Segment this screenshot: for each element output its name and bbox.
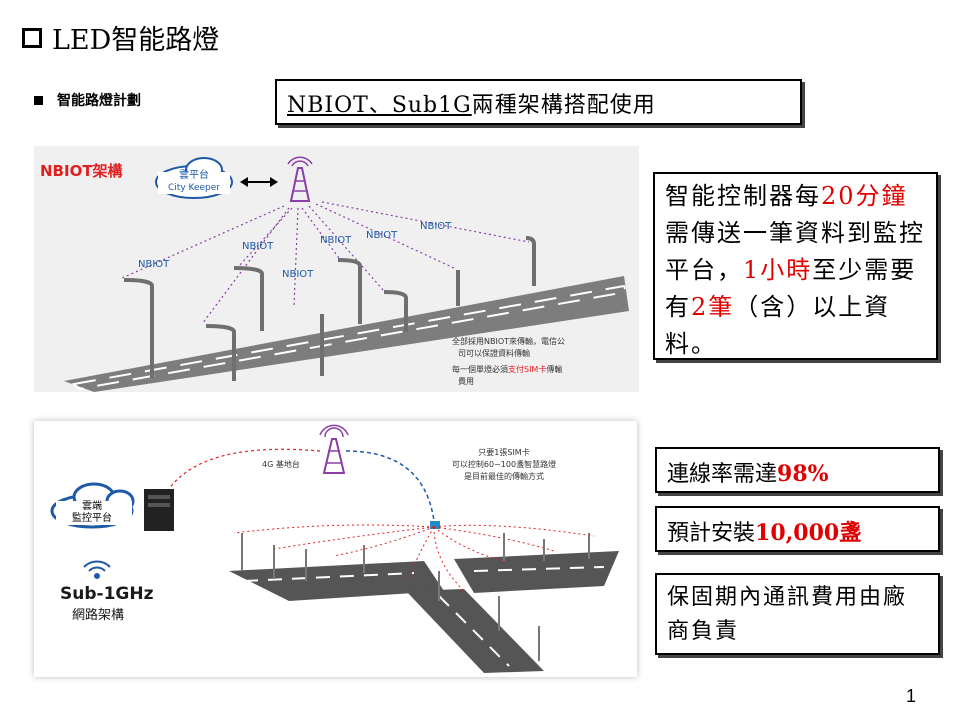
slide-title: LED智能路燈 xyxy=(22,18,219,57)
link-label-4: NBIOT xyxy=(320,235,352,246)
note2-line-1: 只要1張SIM卡 xyxy=(478,447,529,457)
wifi-icon xyxy=(83,560,111,579)
note-box-install: 預計安裝10,000盞 xyxy=(655,506,940,552)
cloud-line2: City Keeper xyxy=(168,183,220,193)
nbiot-diagram-svg: NBIOT架構 雲平台 City Keeper xyxy=(40,156,629,392)
nbiot-heading: NBIOT架構 xyxy=(40,162,123,180)
link-cloud xyxy=(168,448,321,490)
network-label: 網路架構 xyxy=(72,607,124,623)
link-label-5: NBIOT xyxy=(366,230,398,241)
box3-value: 10,000盞 xyxy=(755,520,862,546)
nbiot-links xyxy=(121,201,530,325)
road-right xyxy=(454,551,619,593)
note1-red3: 2筆 xyxy=(691,293,735,321)
double-arrow-icon xyxy=(240,177,278,187)
link-label-6: NBIOT xyxy=(420,221,452,232)
streetlights xyxy=(123,236,536,381)
headline-underlined: NBIOT、Sub1G xyxy=(287,93,472,118)
link-label-3: NBIOT xyxy=(282,269,314,280)
road xyxy=(64,276,629,392)
cloud-line1: 雲平台 xyxy=(179,168,209,181)
note-box-interval: 智能控制器每20分鐘需傳送一筆資料到監控平台，1小時至少需要有2筆（含）以上資料… xyxy=(653,172,938,360)
note-line-2: 司可以保證資料傳輸 xyxy=(458,348,530,358)
bullet-square-icon xyxy=(34,95,43,105)
nbiot-diagram: NBIOT架構 雲平台 City Keeper xyxy=(34,146,639,392)
note-box-connection: 連線率需達98% xyxy=(655,447,940,493)
mesh-links xyxy=(233,524,595,592)
box3-text: 預計安裝 xyxy=(667,521,756,546)
box2-value: 98% xyxy=(777,461,829,487)
note1-red1: 20分鐘 xyxy=(821,182,908,210)
note-line-3-end: 傳輸 xyxy=(546,364,562,374)
cloud-line2: 監控平台 xyxy=(72,511,112,524)
bullet-item: 智能路燈計劃 xyxy=(34,90,141,110)
note-line-3-red: 支付SIM卡 xyxy=(508,364,546,374)
gateway-icon xyxy=(430,521,440,529)
note1-part1: 智能控制器每 xyxy=(665,182,821,210)
sub1g-diagram-svg: 4G 基地台 只要1張SIM卡 可以控制60~100盞智慧路燈 是目前最佳的傳輸… xyxy=(50,424,619,673)
bullet-text: 智能路燈計劃 xyxy=(57,93,141,109)
cloud-icon xyxy=(50,482,135,529)
cloud-line1: 雲端 xyxy=(82,499,102,512)
road-lane-line xyxy=(71,284,628,391)
slide-title-text: LED智能路燈 xyxy=(52,25,220,56)
nbiot-notes: 全部採用NBIOT來傳輸，電信公 司可以保證資料傳輸 每一個單燈必須支付SIM卡… xyxy=(452,336,565,386)
page-number: 1 xyxy=(906,686,917,706)
cell-tower-icon xyxy=(287,156,313,202)
note1-part3: 至少需要有 xyxy=(665,256,917,321)
note2-line-3: 是目前最佳的傳輸方式 xyxy=(464,471,544,481)
sub1g-diagram: 4G 基地台 只要1張SIM卡 可以控制60~100盞智慧路燈 是目前最佳的傳輸… xyxy=(34,421,637,677)
road-left xyxy=(229,561,444,601)
note1-part2: 需傳送一筆資料到監控平台， xyxy=(665,219,925,284)
streetlights xyxy=(241,533,590,661)
box2-text: 連線率需達 xyxy=(667,462,778,487)
link-label-1: NBIOT xyxy=(138,259,170,270)
server-icon xyxy=(144,489,174,531)
checkbox-square-icon xyxy=(22,27,42,48)
headline-rest: 兩種架構搭配使用 xyxy=(471,93,656,118)
note2-line-2: 可以控制60~100盞智慧路燈 xyxy=(452,459,556,469)
cell-tower-icon xyxy=(319,424,349,474)
note-line-4: 費用 xyxy=(458,376,474,386)
note-line-1: 全部採用NBIOT來傳輸，電信公 xyxy=(452,336,565,346)
headline-box: NBIOT、Sub1G兩種架構搭配使用 xyxy=(275,79,802,125)
sub1g-label: Sub-1GHz xyxy=(60,584,154,604)
link-gateway xyxy=(345,450,435,522)
cloud-icon xyxy=(155,157,233,199)
note1-part4: （含）以上資料。 xyxy=(665,293,891,358)
station-label: 4G 基地台 xyxy=(262,459,300,469)
note-line-3: 每一個單燈必須 xyxy=(452,364,508,374)
svg-text:每一個單燈必須支付SIM卡傳輸: 每一個單燈必須支付SIM卡傳輸 xyxy=(452,364,562,374)
note-box-warranty: 保固期內通訊費用由廠商負責 xyxy=(655,573,940,655)
link-label-2: NBIOT xyxy=(242,241,274,252)
note1-red2: 1小時 xyxy=(743,256,813,284)
